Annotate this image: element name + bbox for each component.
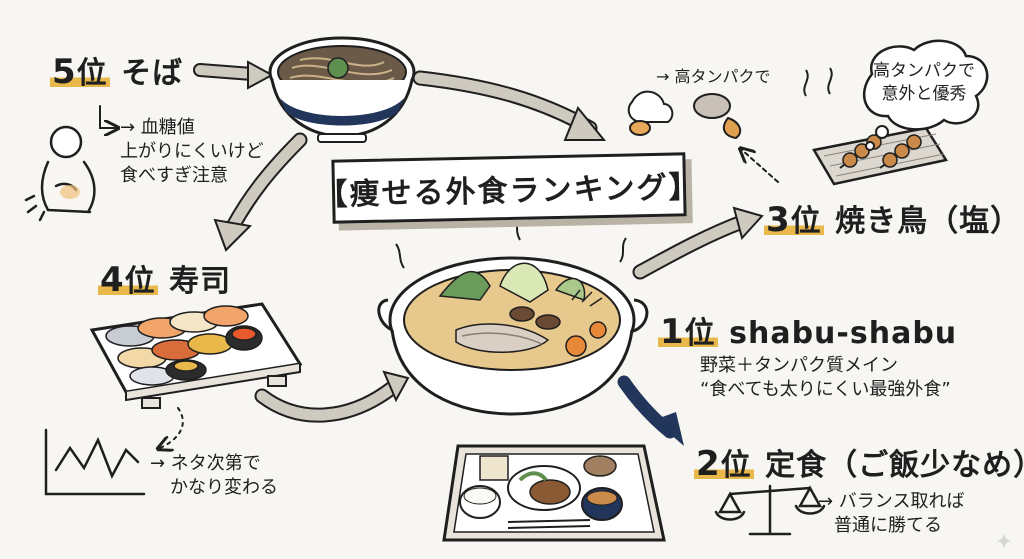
rank5-note-line3: 食べすぎ注意 <box>120 165 228 186</box>
rank3-heading: 3位 焼き鳥（塩） <box>764 196 1021 240</box>
rank3-side-note: → 高タンパクで <box>656 67 771 86</box>
rank4-name: 寿司 <box>169 264 232 299</box>
rank1-desc-line2: “食べても太りにくい最強外食” <box>700 379 951 400</box>
diagram-title: 【痩せる外食ランキング】 <box>317 169 701 214</box>
rank2-note-line2: 普通に勝てる <box>834 515 942 536</box>
rank2-name: 定食（ご飯少なめ） <box>765 448 1024 483</box>
arrow-soba-note <box>99 105 116 128</box>
rank1-number: 1 <box>660 312 685 352</box>
rank2-note-line1: → バランス取れば <box>818 491 965 512</box>
rank4-note-line1: → ネタ次第で <box>150 453 261 474</box>
thought-cloud-icon <box>862 39 989 151</box>
protein-icon <box>627 90 742 140</box>
nabe-pot-icon <box>377 213 649 416</box>
rank4-heading: 4位 寿司 <box>98 256 231 300</box>
rank2-heading: 2位 定食（ご飯少なめ） <box>694 440 1024 484</box>
arrow-yakitori-up <box>742 150 779 183</box>
rank5-note: → 血糖値 上がりにくいけど 食べすぎ注意 <box>120 116 264 188</box>
rank2-suffix: 位 <box>720 448 752 483</box>
diagram-title-box: 【痩せる外食ランキング】 <box>317 152 701 224</box>
yakitori-grill-icon <box>803 67 949 186</box>
rank3-suffix: 位 <box>790 204 822 239</box>
rank3-name: 焼き鳥（塩） <box>835 204 1022 239</box>
arrow-sushi-dotted <box>160 407 184 448</box>
rank5-suffix: 位 <box>76 56 108 91</box>
rank5-number: 5 <box>52 52 77 92</box>
rank3-cloud-line2: 意外と優秀 <box>881 84 967 104</box>
rank3-cloud-line1: 高タンパクで <box>873 61 975 81</box>
rank2-number: 2 <box>696 444 721 484</box>
rank5-heading: 5位 そば <box>50 48 183 92</box>
rank4-note-line2: かなり変わる <box>170 477 278 498</box>
teishoku-tray-icon <box>442 444 666 542</box>
stomach-person-icon <box>24 125 96 222</box>
rank1-desc: 野菜＋タンパク質メイン “食べても太りにくい最強外食” <box>700 354 951 402</box>
rank4-number: 4 <box>100 260 125 300</box>
rank1-desc-line1: 野菜＋タンパク質メイン <box>700 355 898 376</box>
flow-arrows <box>99 60 779 448</box>
rank1-suffix: 位 <box>684 316 716 351</box>
rank4-suffix: 位 <box>124 264 156 299</box>
zigzag-graph-icon <box>44 428 146 496</box>
rank5-note-line2: 上がりにくいけど <box>120 141 264 162</box>
rank5-note-line1: → 血糖値 <box>120 117 195 138</box>
rank5-name: そば <box>121 56 184 91</box>
scale-icon <box>714 484 826 536</box>
rank2-note: → バランス取れば 普通に勝てる <box>818 490 964 538</box>
sparkle-icon <box>996 533 1012 549</box>
soba-bowl-icon <box>268 36 416 143</box>
rank3-cloud-text: 高タンパクで 意外と優秀 <box>872 60 976 106</box>
rank1-name: shabu-shabu <box>729 316 958 351</box>
rank1-heading: 1位 shabu-shabu <box>658 308 957 352</box>
rank3-number: 3 <box>766 200 791 240</box>
sushi-platter-icon <box>89 302 303 409</box>
rank4-note: → ネタ次第で かなり変わる <box>150 452 278 500</box>
